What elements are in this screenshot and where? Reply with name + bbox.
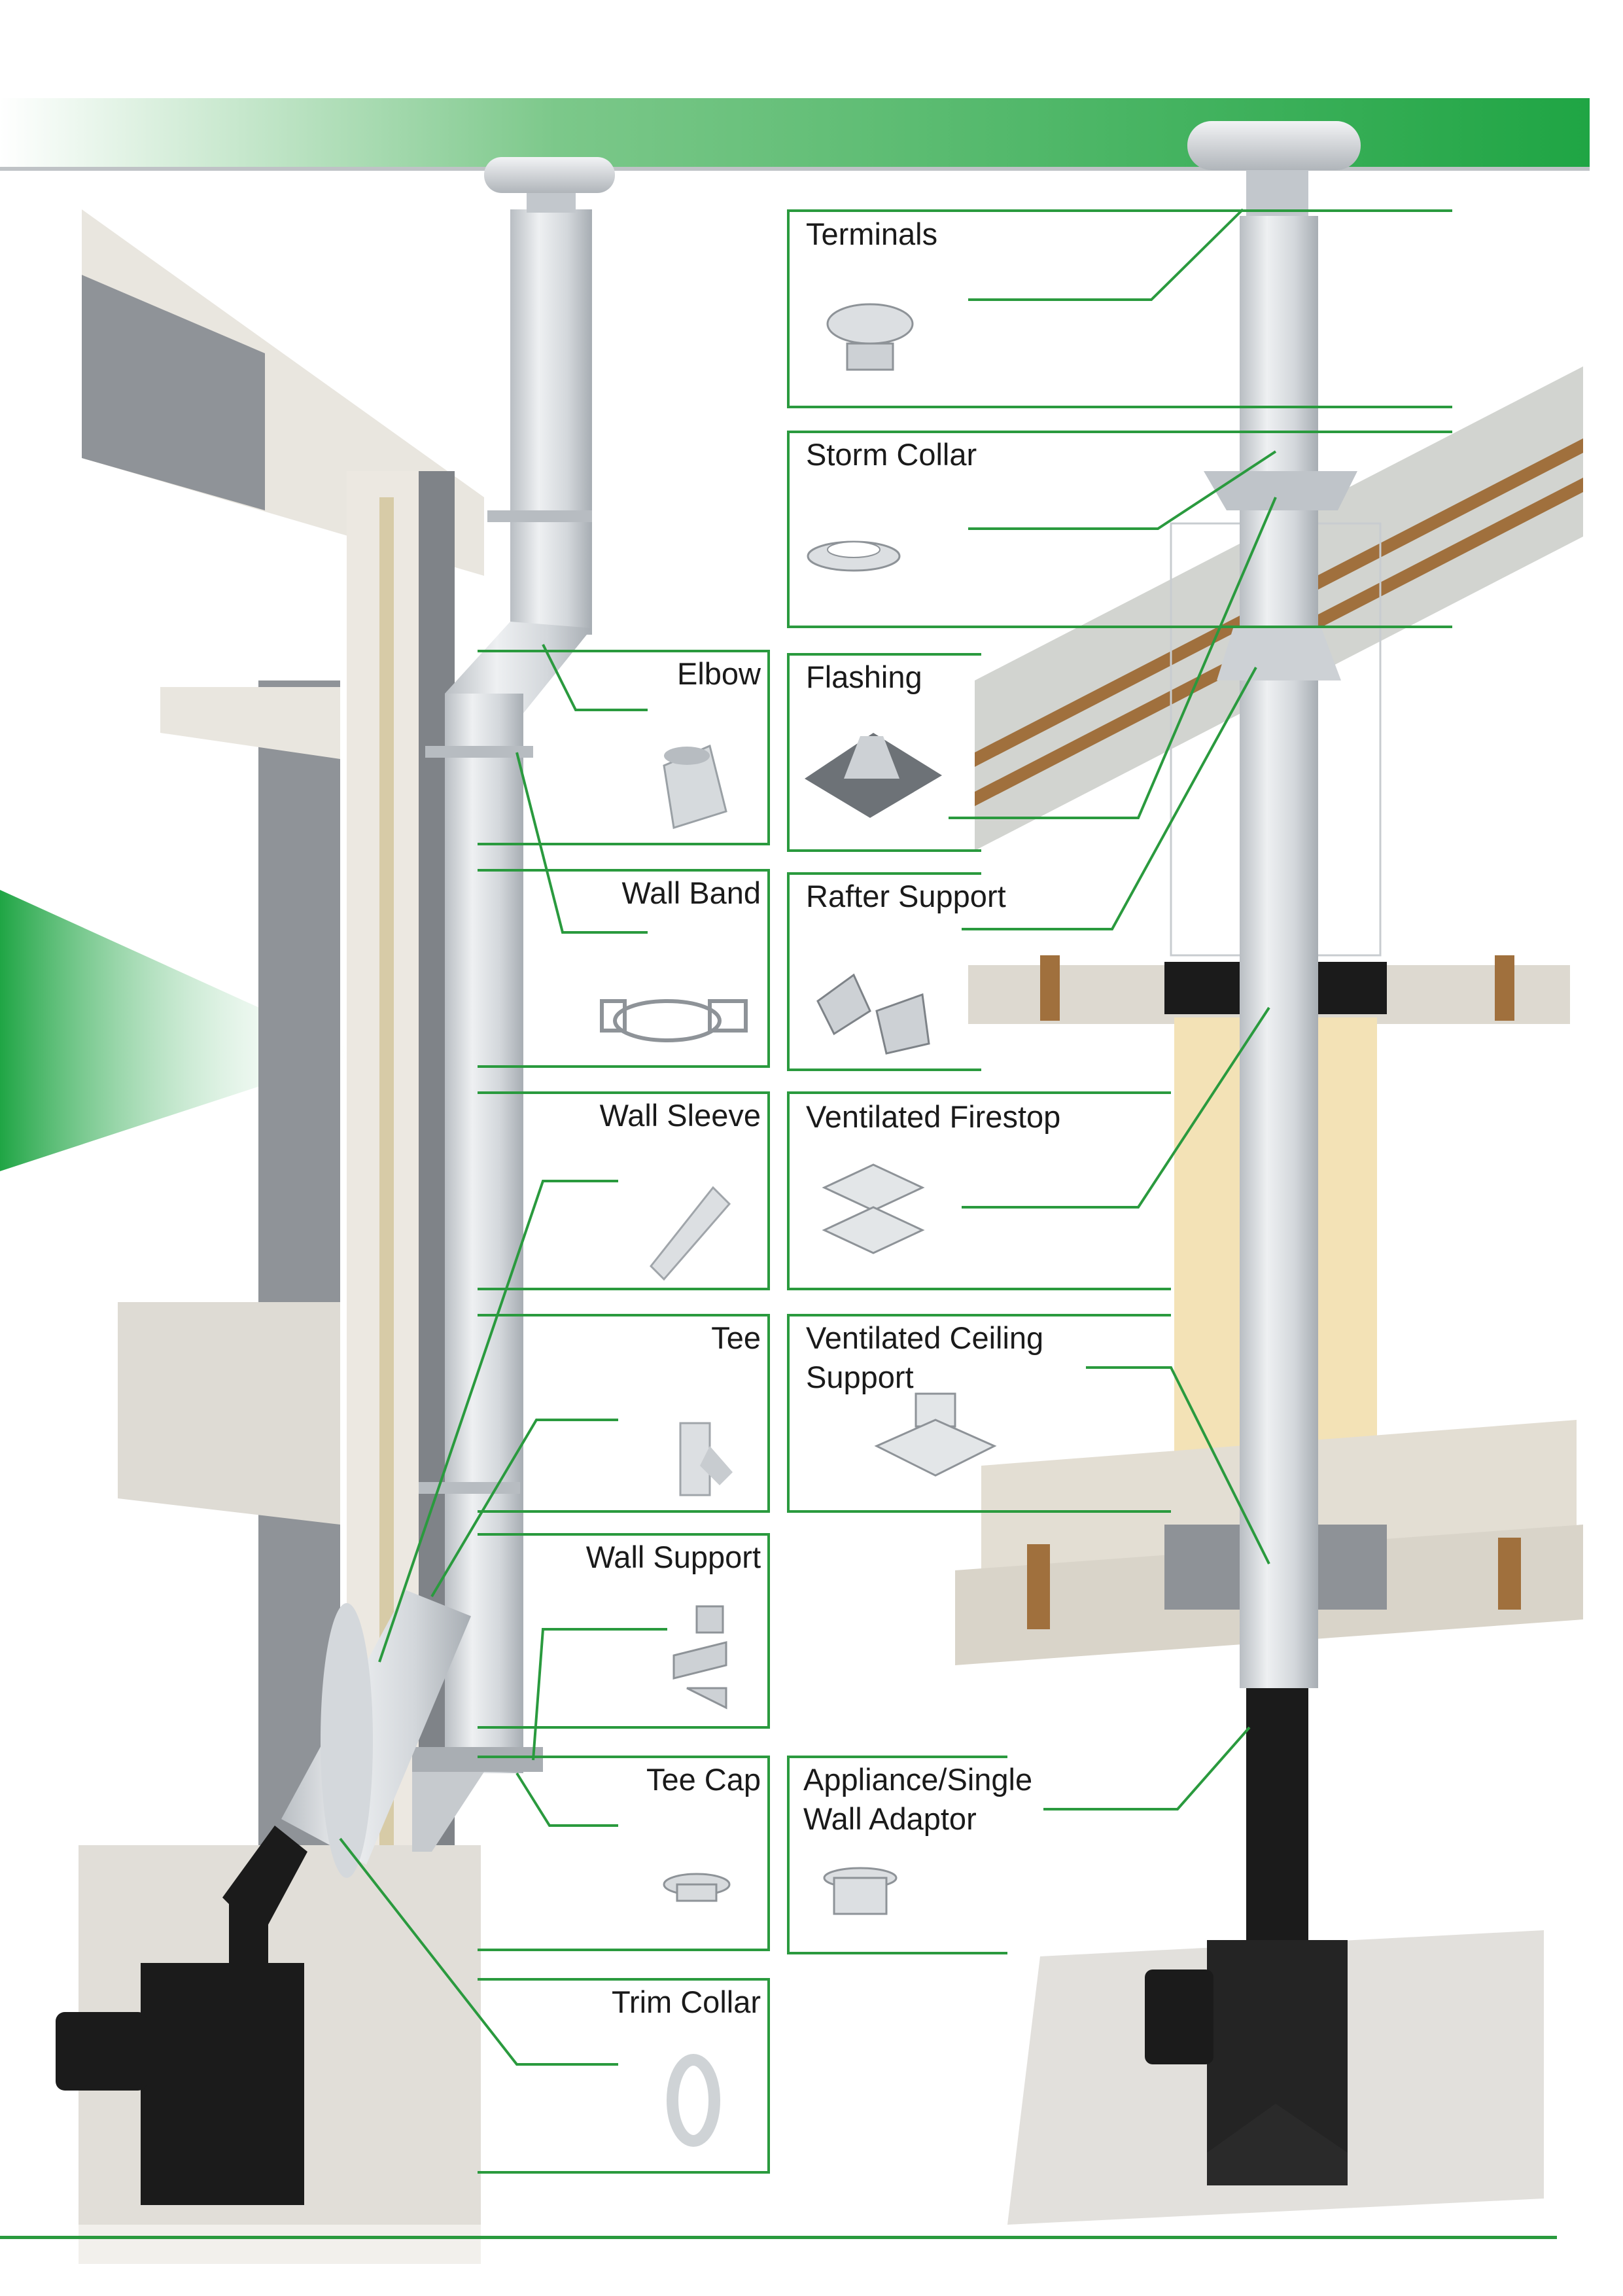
left-building-wall	[79, 209, 484, 2264]
label-wall-support: Wall Support	[585, 1540, 761, 1574]
wall-band-icon	[600, 999, 748, 1042]
footer-rule	[0, 2236, 1557, 2239]
label-tee-cap: Tee Cap	[646, 1762, 761, 1797]
green-wedge	[0, 890, 360, 1171]
label-rafter-support: Rafter Support	[806, 879, 1006, 913]
label-wall-band: Wall Band	[621, 875, 761, 910]
right-label-frames	[787, 209, 1452, 1954]
left-label-frames	[478, 650, 770, 2174]
tee-icon	[679, 1422, 733, 1496]
label-adaptor-line1: Appliance/Single	[803, 1762, 1033, 1797]
flashing-icon	[805, 733, 942, 818]
firestop-icon	[822, 1163, 925, 1254]
leader-lines	[339, 208, 1277, 2066]
label-storm-collar: Storm Collar	[806, 437, 977, 472]
label-ventilated-ceiling-support-line2: Support	[806, 1360, 914, 1394]
label-ventilated-ceiling-support-line1: Ventilated Ceiling	[806, 1320, 1044, 1355]
trim-collar-icon	[667, 2054, 720, 2147]
label-wall-sleeve: Wall Sleeve	[599, 1098, 761, 1133]
label-adaptor-line2: Wall Adaptor	[803, 1801, 977, 1836]
adaptor-icon	[823, 1867, 898, 1915]
tee-cap-icon	[663, 1873, 731, 1902]
wall-support-icon	[672, 1605, 727, 1710]
label-elbow: Elbow	[676, 656, 761, 691]
right-flue-pipe	[1145, 121, 1361, 2185]
terminal-cap-icon	[826, 303, 914, 371]
rafter-support-icon	[816, 973, 930, 1055]
label-ventilated-firestop: Ventilated Firestop	[806, 1099, 1061, 1134]
label-trim-collar: Trim Collar	[611, 1985, 761, 2019]
ceiling-support-icon	[874, 1392, 997, 1477]
elbow-icon	[663, 744, 727, 829]
storm-collar-icon	[807, 540, 901, 572]
wall-sleeve-icon	[649, 1186, 731, 1281]
label-flashing: Flashing	[806, 660, 922, 694]
left-flue-pipe	[56, 157, 615, 2205]
label-tee: Tee	[711, 1320, 761, 1355]
label-terminals: Terminals	[806, 217, 938, 251]
